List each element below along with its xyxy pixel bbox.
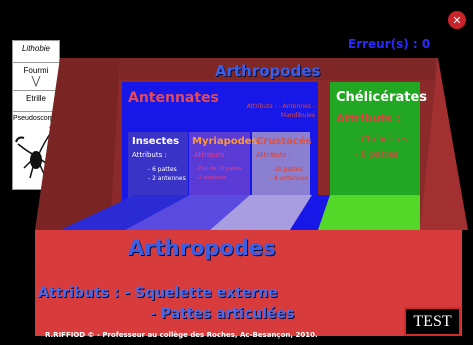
insectes-attrs-label: Attributs : <box>132 151 167 159</box>
error-counter: Erreur(s) : 0 <box>348 37 431 51</box>
box-left-wall <box>35 58 120 230</box>
test-button[interactable]: TEST <box>404 307 461 336</box>
chelicerates-floor <box>318 195 420 230</box>
card-label: Etrille <box>25 94 46 103</box>
crustaces-title: Crustacés <box>256 136 312 147</box>
front-title: Arthropodes <box>128 236 276 260</box>
box-top-band <box>120 58 435 80</box>
close-button[interactable]: ✕ <box>448 11 466 29</box>
chelicerates-panel <box>330 82 420 230</box>
myriapodes-attrs-label: Attributs : <box>194 151 229 159</box>
card-fourmi[interactable]: Fourmi <box>12 62 60 91</box>
ant-drawing <box>31 76 41 88</box>
credit-text: R.RIFFIOD © - Professeur au collège des … <box>45 331 318 339</box>
crustaces-attr2: - 4 antennes <box>270 175 308 182</box>
crustaces-attrs-label: Attributs : <box>256 151 291 159</box>
antennates-floor <box>290 195 330 230</box>
front-attrs2: - Pattes articulées <box>150 306 295 322</box>
chelicerates-attrs-label: Attributs : <box>336 112 400 125</box>
card-label: Lithobie <box>21 44 51 53</box>
box-right-wall <box>420 58 468 230</box>
close-icon: ✕ <box>452 13 462 27</box>
card-label: Fourmi <box>23 66 49 75</box>
chelicerates-attr1: - Chélicères <box>355 135 408 145</box>
top-title: Arthropodes <box>215 62 321 80</box>
myriapodes-title: Myriapodes <box>192 136 258 147</box>
front-attrs: Attributs : - Squelette externe <box>38 285 278 301</box>
chelicerates-attr2: - 8 pattes <box>355 150 399 160</box>
insectes-title: Insectes <box>132 136 180 147</box>
crustaces-floor <box>210 195 312 230</box>
myriapodes-attr2: - 2 antennes <box>195 175 227 181</box>
myriapodes-attr1: - Plus de 10 pattes <box>195 166 242 172</box>
myriapodes-floor <box>125 195 250 230</box>
antennates-attrs: Attributs : - Antennes - Mandibules <box>246 103 315 119</box>
antennates-title: Antennates <box>128 90 219 106</box>
insectes-attr1: - 6 pattes <box>148 166 177 173</box>
box-front-panel <box>35 230 462 336</box>
chelicerates-title: Chélicérates <box>336 90 427 105</box>
crustaces-attr1: - 10 pattes <box>270 166 303 173</box>
insectes-floor <box>60 195 190 230</box>
card-label: Pseudoscorpion <box>13 115 64 122</box>
insectes-attr2: - 2 antennes <box>148 175 186 182</box>
